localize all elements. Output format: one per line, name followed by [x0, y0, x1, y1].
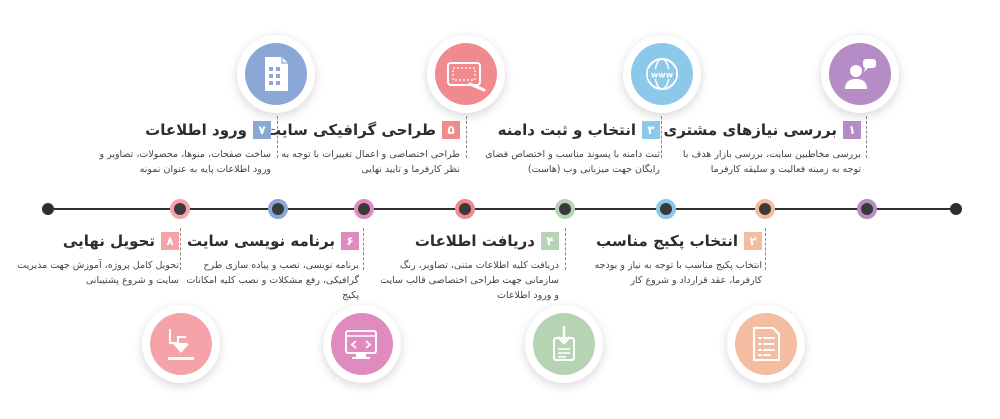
award-diamond-icon [168, 329, 194, 360]
step-description: انتخاب پکیج مناسب با توجه به نیاز و بودج… [594, 260, 762, 286]
checklist-document-icon [753, 327, 780, 361]
code-screen-icon [345, 330, 377, 359]
step-1-icon-circle [821, 35, 899, 113]
graphic-tablet-icon [447, 62, 486, 92]
timeline-node-4 [555, 199, 575, 219]
timeline-node-8 [170, 199, 190, 219]
step-title: انتخاب پکیج مناسب [596, 232, 738, 250]
user-speech-icon [845, 59, 876, 89]
step-number-badge: ۶ [341, 232, 359, 250]
step-number-badge: ۵ [442, 121, 460, 139]
step-title: دریافت اطلاعات [414, 232, 535, 250]
timeline-end-dot [950, 203, 962, 215]
step-1-connector [866, 116, 868, 158]
step-3-connector [661, 116, 663, 158]
step-title: برنامه نویسی سایت [186, 232, 335, 250]
step-8-connector [180, 228, 182, 270]
step-4: ۴ دریافت اطلاعات دریافت کلیه اطلاعات متنی… [374, 232, 559, 303]
step-5-connector [466, 116, 468, 158]
timeline-node-1 [857, 199, 877, 219]
timeline-node-5 [455, 199, 475, 219]
step-6-icon-circle [323, 305, 401, 383]
step-number-badge: ۷ [253, 121, 271, 139]
step-description: تحویل کامل پروژه، آموزش جهت مدیریت سایت … [17, 260, 179, 286]
step-description: ساخت صفحات، منوها، محصولات، تصاویر و ورو… [99, 149, 271, 175]
step-description: ثبت دامنه با پسوند مناسب و اختصاص فضای ر… [485, 149, 660, 175]
step-title: تحویل نهایی [62, 232, 155, 250]
step-2-icon-circle [727, 305, 805, 383]
step-5: ۵ طراحی گرافیکی سایت طراحی اختصاصی و اعما… [266, 121, 460, 177]
step-8-icon-circle [142, 305, 220, 383]
step-6-connector [363, 228, 365, 270]
step-description: دریافت کلیه اطلاعات متنی، تصاویر، رنگ سا… [380, 260, 559, 301]
step-number-badge: ۲ [744, 232, 762, 250]
step-7: ۷ ورود اطلاعات ساخت صفحات، منوها، محصولات… [86, 121, 271, 177]
step-title: ورود اطلاعات [145, 121, 247, 139]
step-7-connector [277, 116, 279, 158]
step-description: طراحی اختصاصی و اعمال تغییرات با توجه به… [281, 149, 460, 175]
download-document-icon [553, 326, 575, 361]
step-5-icon-circle [427, 35, 505, 113]
timeline-node-6 [354, 199, 374, 219]
step-title: بررسی نیازهای مشتری [663, 121, 837, 139]
step-title: انتخاب و ثبت دامنه [497, 121, 636, 139]
document-edit-icon [265, 57, 288, 91]
step-2-connector [765, 228, 767, 270]
step-4-connector [565, 228, 567, 270]
timeline-node-2 [755, 199, 775, 219]
step-2: ۲ انتخاب پکیج مناسب انتخاب پکیج مناسب با … [577, 232, 762, 288]
timeline-node-7 [268, 199, 288, 219]
step-number-badge: ۴ [541, 232, 559, 250]
step-3: ۳ انتخاب و ثبت دامنه ثبت دامنه با پسوند م… [475, 121, 660, 177]
timeline-start-dot [42, 203, 54, 215]
timeline-node-3 [656, 199, 676, 219]
step-4-icon-circle [525, 305, 603, 383]
step-description: بررسی مخاطبین سایت، بررسی بازار هدف با ت… [682, 149, 861, 175]
step-number-badge: ۱ [843, 121, 861, 139]
timeline-line [48, 208, 956, 210]
step-3-icon-circle: www [623, 35, 701, 113]
svg-text:www: www [651, 71, 674, 80]
step-number-badge: ۸ [161, 232, 179, 250]
step-title: طراحی گرافیکی سایت [266, 121, 436, 139]
step-description: برنامه نویسی، نصب و پیاده سازی طرح گرافی… [186, 260, 359, 301]
step-1: ۱ بررسی نیازهای مشتری بررسی مخاطبین سایت،… [663, 121, 861, 177]
step-7-icon-circle [237, 35, 315, 113]
www-globe-icon: www [646, 58, 678, 90]
step-number-badge: ۳ [642, 121, 660, 139]
step-6: ۶ برنامه نویسی سایت برنامه نویسی، نصب و پ… [174, 232, 359, 303]
step-8: ۸ تحویل نهایی تحویل کامل پروژه، آموزش جهت… [0, 232, 179, 288]
